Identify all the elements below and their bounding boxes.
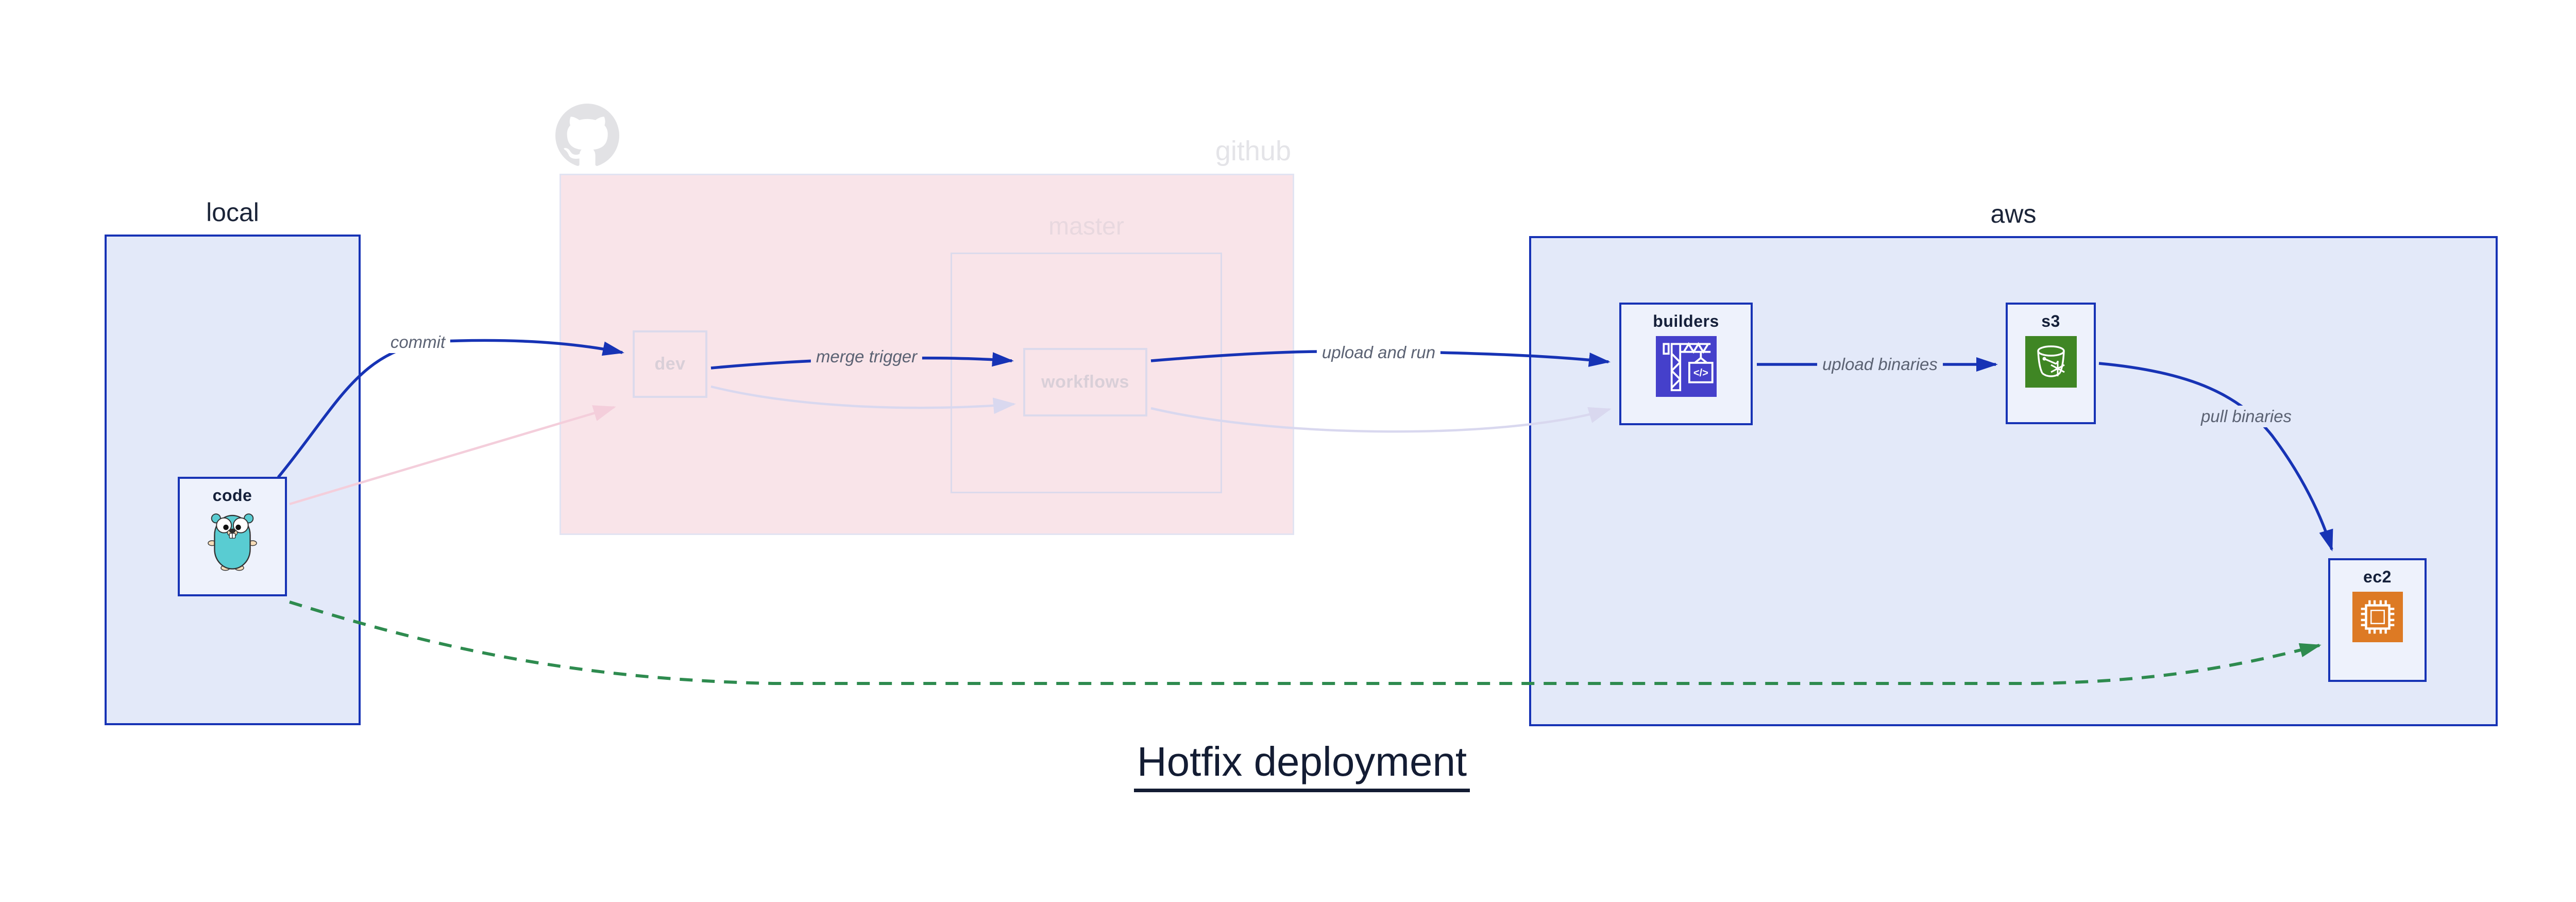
edge-label-pull-binaries: pull binaries <box>2195 406 2297 427</box>
node-workflows-label: workflows <box>1041 372 1129 392</box>
github-group-label: github <box>1215 136 1291 166</box>
node-s3: s3 <box>2006 303 2096 424</box>
edge-hotfix-pull-line <box>289 600 2321 685</box>
edge-label-merge-trigger: merge trigger <box>810 346 923 368</box>
aws-s3-glacier-icon <box>2025 336 2077 388</box>
diagram-title: Hotfix deployment <box>1133 738 1470 792</box>
edge-faded-code-dev <box>289 405 616 506</box>
diagram-title-wrap: Hotfix deployment <box>0 738 2576 792</box>
edge-faded-workflows-builders <box>1150 407 1612 433</box>
node-dev: dev <box>633 330 707 398</box>
node-workflows: workflows <box>1023 348 1147 416</box>
master-group-label: master <box>1048 213 1124 240</box>
node-ec2-label: ec2 <box>2363 567 2392 586</box>
master-group-box <box>951 253 1222 493</box>
aws-codebuild-icon: </> <box>1655 336 1717 397</box>
node-s3-label: s3 <box>2041 312 2060 330</box>
aws-ec2-icon <box>2352 592 2403 642</box>
edge-faded-dev-workflows <box>710 385 1016 414</box>
node-builders-label: builders <box>1653 312 1719 330</box>
edge-label-upload-binaries: upload binaries <box>1817 354 1943 375</box>
aws-group-label: aws <box>1990 199 2037 228</box>
github-group-box <box>560 174 1294 535</box>
local-group-label: local <box>206 198 259 227</box>
go-gopher-icon <box>208 513 257 571</box>
node-code-label: code <box>212 486 252 505</box>
node-dev-label: dev <box>654 354 686 374</box>
edge-label-upload-and-run: upload and run <box>1316 342 1441 363</box>
edge-pull-binaries-line <box>2098 362 2333 552</box>
codebuild-code-glyph: </> <box>1693 368 1708 379</box>
edge-label-commit: commit <box>385 331 451 353</box>
github-octocat-icon <box>555 104 619 166</box>
node-code: code <box>178 477 287 596</box>
node-ec2: ec2 <box>2328 558 2427 682</box>
node-builders: builders </> <box>1619 303 1753 425</box>
